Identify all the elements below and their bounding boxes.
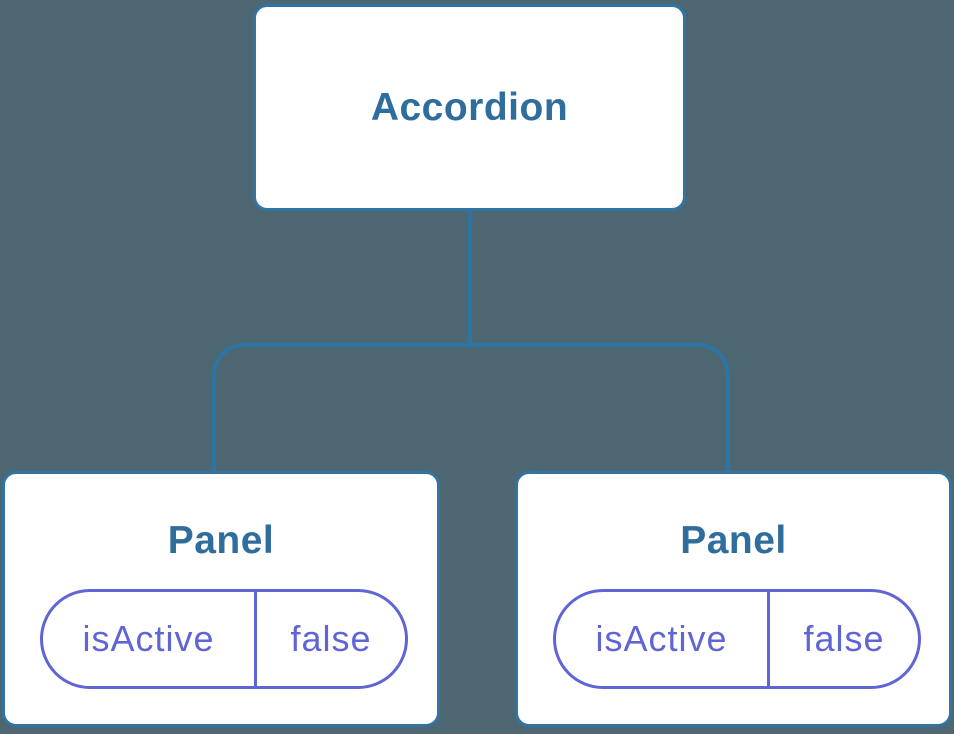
panel-node-label: Panel xyxy=(167,519,275,562)
panel-node-right: Panel isActive false xyxy=(515,471,952,727)
connector-stem xyxy=(468,209,472,345)
accordion-node: Accordion xyxy=(253,4,686,211)
state-value: false xyxy=(290,618,372,659)
panel-node-left: Panel isActive false xyxy=(2,471,440,727)
state-key: isActive xyxy=(556,592,770,686)
panel-node-label: Panel xyxy=(680,519,787,562)
state-key: isActive xyxy=(43,592,257,686)
connector-branch xyxy=(212,343,730,472)
state-value: false xyxy=(803,618,885,659)
state-pill: isActive false xyxy=(40,589,408,689)
state-pill: isActive false xyxy=(553,589,921,689)
accordion-node-label: Accordion xyxy=(370,85,569,129)
